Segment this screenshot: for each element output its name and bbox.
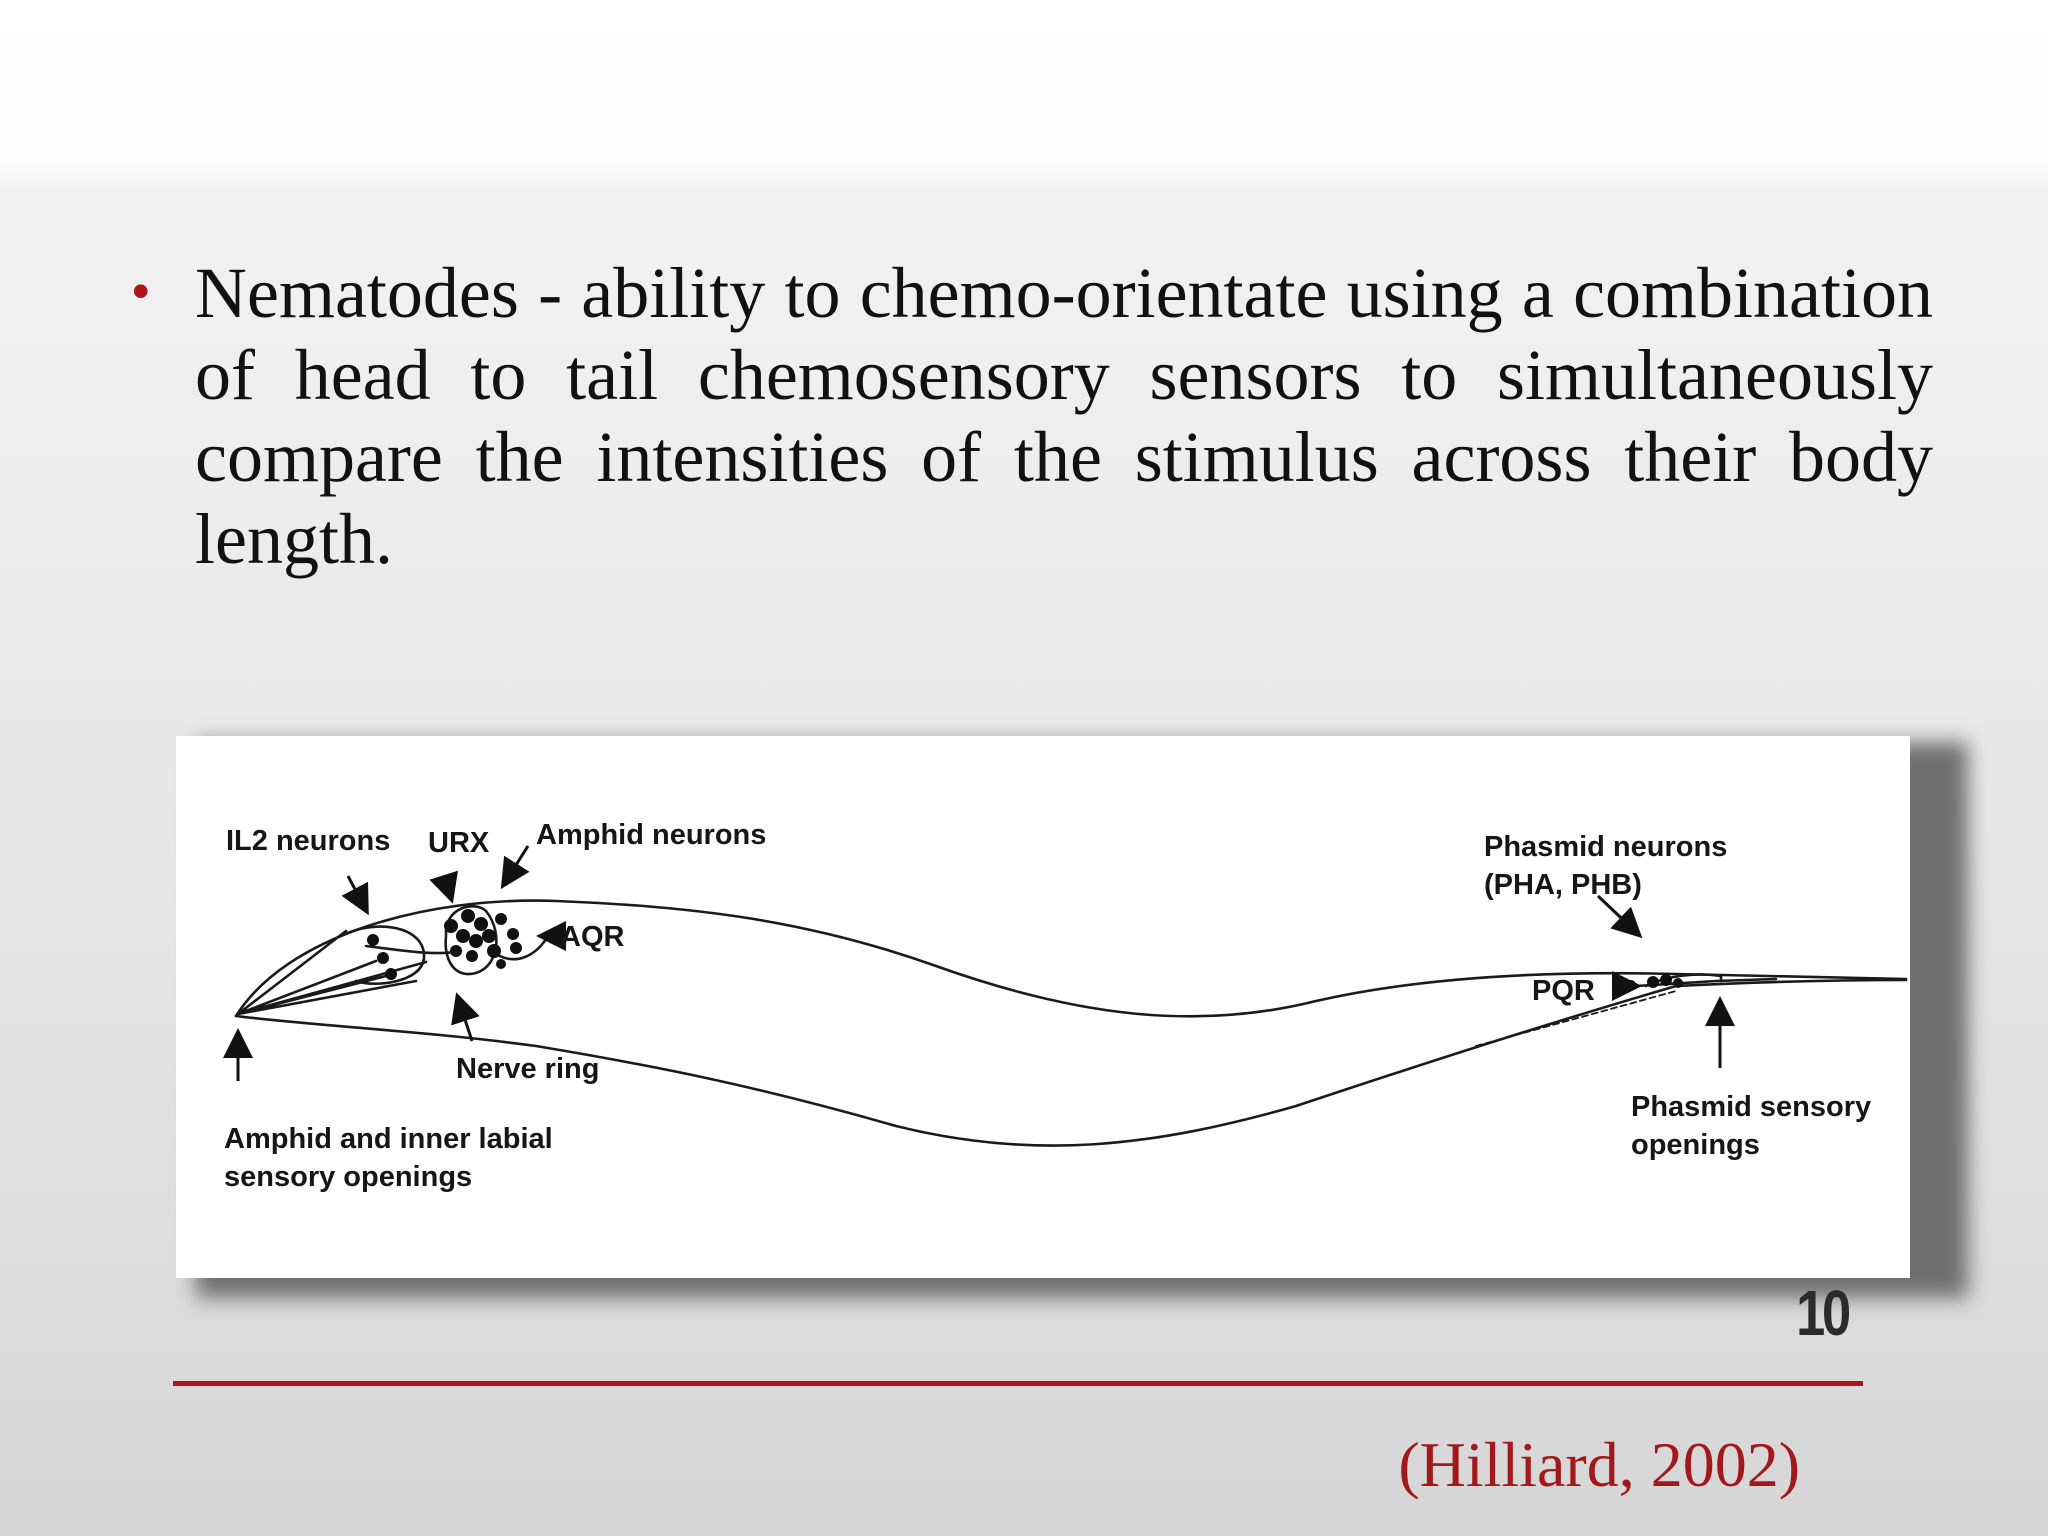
label-pqr: PQR	[1532, 975, 1595, 1007]
label-il2-neurons: IL2 neurons	[226, 825, 391, 857]
label-aqr: AQR	[560, 921, 625, 953]
page-number: 10	[1796, 1277, 1851, 1349]
tail-lower-process	[1475, 990, 1677, 1047]
nematode-drawing	[223, 845, 1908, 1147]
aqr-process	[494, 934, 556, 961]
arrow-urx	[429, 870, 459, 904]
anterior-bulb	[339, 925, 426, 985]
nematode-diagram: IL2 neurons URX Amphid neurons AQR Nerve…	[176, 736, 1910, 1278]
label-amphid-openings: Amphid and inner labial sensory openings	[224, 1123, 553, 1193]
label-nerve-ring: Nerve ring	[456, 1053, 600, 1085]
label-phasmid-openings: Phasmid sensory openings	[1631, 1091, 1872, 1161]
footer-divider	[173, 1381, 1863, 1386]
label-phasmid-neurons: Phasmid neurons (PHA, PHB)	[1484, 831, 1728, 901]
title-area	[0, 0, 2048, 190]
arrow-phasmid-neurons	[1596, 894, 1643, 939]
label-amphid-neurons: Amphid neurons	[536, 819, 767, 851]
arrow-amphid-neurons	[500, 845, 530, 890]
arrow-il2	[341, 875, 369, 916]
body-dorsal-outline	[234, 899, 1908, 1018]
bullet-marker: •	[132, 263, 150, 319]
label-urx: URX	[428, 827, 490, 859]
pointer-arrows	[223, 845, 1735, 1081]
bullet-text: Nematodes - ability to chemo-orientate u…	[195, 253, 1933, 579]
pharynx-lines	[236, 929, 428, 1016]
citation: (Hilliard, 2002)	[1398, 1429, 1800, 1500]
arrow-nerve-ring	[451, 992, 480, 1042]
neuron-cell-bodies	[367, 909, 1683, 990]
